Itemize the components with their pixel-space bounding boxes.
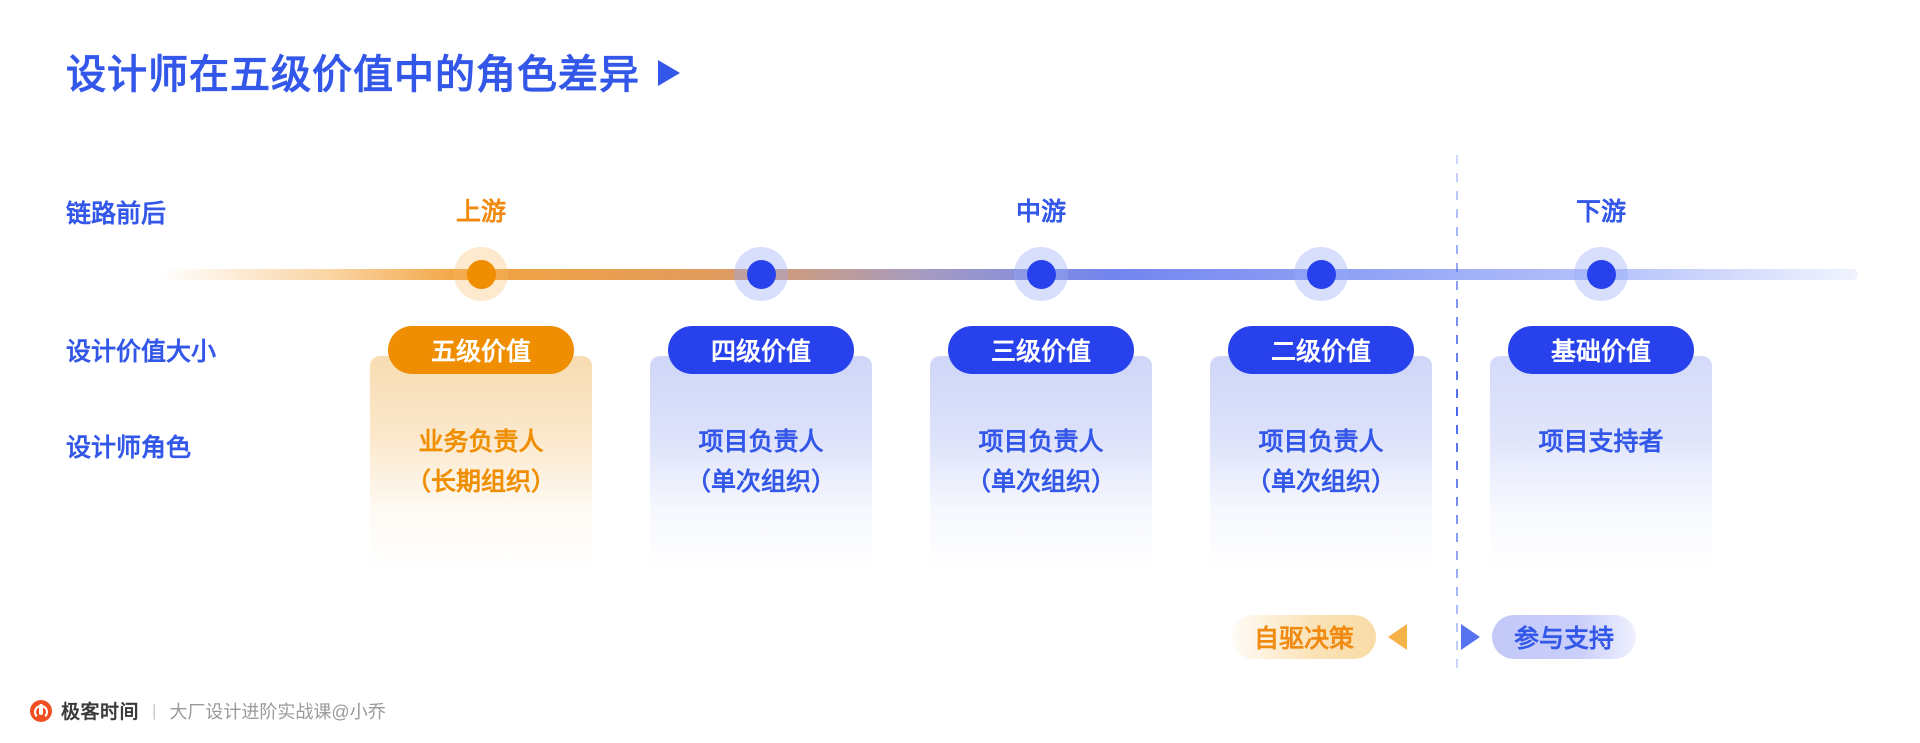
legend-pill-self-driven: 自驱决策 — [1232, 615, 1377, 659]
page-title-text: 设计师在五级价值中的角色差异 — [66, 53, 640, 97]
timeline-dot-2 — [1014, 247, 1068, 301]
role-line: 项目负责人 — [698, 428, 824, 456]
timeline-dot-0 — [454, 247, 508, 301]
value-pill-3[interactable]: 二级价值 — [1228, 326, 1414, 374]
role-card-0: 业务负责人 （长期组织） — [370, 356, 592, 572]
role-card-2: 项目负责人 （单次组织） — [930, 356, 1152, 572]
role-card-1: 项目负责人 （单次组织） — [650, 356, 872, 572]
timeline-dot-4 — [1574, 247, 1628, 301]
footer: 极客时间 | 大厂设计进阶实战课@小乔 — [30, 697, 386, 724]
value-pill-4[interactable]: 基础价值 — [1508, 326, 1694, 374]
role-line: （长期组织） — [405, 468, 556, 496]
timeline-dot-core-4 — [1586, 259, 1616, 289]
stage-caption-0: 上游 — [455, 198, 507, 226]
role-line: 业务负责人 — [418, 428, 544, 456]
stage-caption-2: 下游 — [1575, 198, 1627, 226]
arrow-right-triangle-icon — [1461, 624, 1481, 650]
legend-left-label: 自驱决策 — [1254, 625, 1355, 653]
timeline-dot-core-3 — [1306, 259, 1336, 289]
stage-caption-1: 中游 — [1015, 198, 1067, 226]
timeline-dot-1 — [734, 247, 788, 301]
legend-right-label: 参与支持 — [1514, 625, 1615, 653]
timeline-dot-core-1 — [746, 259, 776, 289]
play-triangle-icon — [658, 59, 680, 86]
role-card-3: 项目负责人 （单次组织） — [1210, 356, 1432, 572]
value-pill-2[interactable]: 三级价值 — [948, 326, 1134, 374]
value-pill-0[interactable]: 五级价值 — [388, 326, 574, 374]
legend-pill-supportive: 参与支持 — [1492, 615, 1637, 659]
role-line: 项目负责人 — [1258, 428, 1384, 456]
page-title: 设计师在五级价值中的角色差异 — [66, 42, 680, 100]
row-label-chain: 链路前后 — [66, 200, 167, 228]
footer-separator: | — [152, 700, 157, 720]
timeline-axis — [160, 269, 1858, 280]
role-line: （单次组织） — [1245, 468, 1396, 496]
value-pill-1[interactable]: 四级价值 — [668, 326, 854, 374]
geekbang-logo-icon — [30, 699, 52, 722]
arrow-left-triangle-icon — [1388, 624, 1408, 650]
role-line: 项目支持者 — [1538, 428, 1664, 456]
row-label-designer-role: 设计师角色 — [66, 434, 192, 462]
role-line: （单次组织） — [965, 468, 1116, 496]
footer-brand: 极客时间 — [61, 702, 140, 723]
timeline-dot-3 — [1294, 247, 1348, 301]
section-divider — [1456, 155, 1458, 673]
timeline-dot-core-2 — [1026, 259, 1056, 289]
timeline-dot-core-0 — [466, 259, 496, 289]
legend-row: 自驱决策 参与支持 — [1232, 612, 1637, 662]
role-line: （单次组织） — [685, 468, 836, 496]
role-card-4: 项目支持者 — [1490, 356, 1712, 572]
role-line: 项目负责人 — [978, 428, 1104, 456]
row-label-value-size: 设计价值大小 — [66, 338, 217, 366]
footer-course: 大厂设计进阶实战课@小乔 — [169, 701, 386, 722]
